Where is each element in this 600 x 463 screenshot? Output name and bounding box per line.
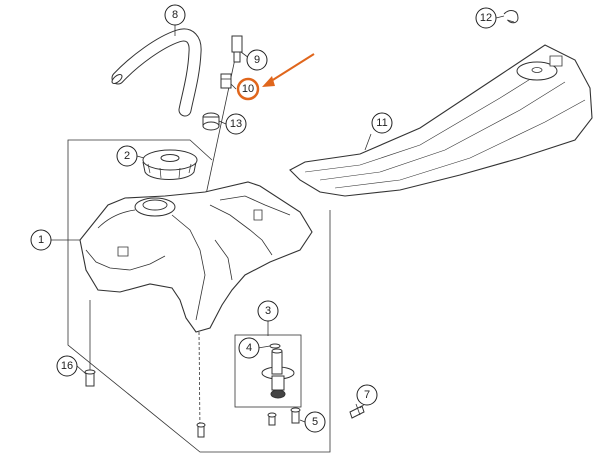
fuel-cap-part (143, 150, 197, 180)
callout-circle (246, 49, 268, 71)
callout-label: 9 (254, 54, 260, 66)
breather-fitting-part (221, 74, 231, 88)
callout-label: 11 (376, 117, 387, 129)
leader-4 (257, 345, 271, 349)
callout-16: 16 (56, 355, 78, 377)
assembly-frame (67, 139, 331, 453)
leader-10 (230, 83, 237, 90)
callout-circle (116, 145, 138, 167)
callout-5: 5 (304, 411, 326, 433)
fuel-tank-part (80, 182, 312, 332)
leader-5 (299, 419, 306, 423)
callout-label: 13 (230, 118, 242, 130)
callout-circle (257, 300, 279, 322)
callout-circle (56, 355, 78, 377)
tank-screw-part (85, 370, 205, 437)
callout-9: 9 (246, 49, 268, 71)
callout-circle (225, 113, 247, 135)
callout-4: 4 (238, 337, 260, 359)
callout-circle (164, 4, 186, 26)
callout-circle (304, 411, 326, 433)
callout-7: 7 (356, 384, 378, 406)
highlight-arrow (262, 53, 315, 87)
leader-13 (218, 120, 227, 125)
callout-11: 11 (371, 112, 393, 134)
callout-12: 12 (475, 7, 497, 29)
leader-16 (76, 365, 87, 375)
seat-part (290, 45, 592, 196)
leader-12 (495, 15, 505, 19)
callout-circle (236, 77, 260, 101)
leader-11 (364, 133, 372, 151)
callout-13: 13 (225, 113, 247, 135)
callout-label: 5 (312, 416, 318, 428)
callout-2: 2 (116, 145, 138, 167)
callout-label: 1 (38, 234, 44, 246)
fuel-connector-part (262, 349, 294, 398)
callout-circle (238, 337, 260, 359)
callout-circle (371, 112, 393, 134)
callout-label: 16 (61, 360, 73, 372)
screws-part (268, 408, 300, 425)
callout-label: 10 (242, 83, 254, 95)
callout-label: 4 (246, 342, 252, 354)
clip-part (350, 404, 364, 418)
callout-10: 10 (236, 77, 260, 101)
callout-circle (475, 7, 497, 29)
breather-valve-part (232, 36, 242, 62)
callout-circle (30, 229, 52, 251)
leader-2 (136, 155, 145, 159)
callout-label: 12 (480, 12, 492, 24)
seat-clip-part (504, 11, 518, 23)
o-ring-part (269, 343, 281, 349)
callout-3: 3 (257, 300, 279, 322)
hose-part (110, 35, 195, 110)
callout-label: 3 (265, 305, 271, 317)
callout-circle (356, 384, 378, 406)
grommet-part (203, 113, 219, 130)
callout-8: 8 (164, 4, 186, 26)
callout-label: 2 (124, 150, 130, 162)
screw-axis-line (197, 231, 201, 433)
callout-1: 1 (30, 229, 52, 251)
callout-label: 7 (364, 389, 370, 401)
callout-label: 8 (172, 9, 178, 21)
